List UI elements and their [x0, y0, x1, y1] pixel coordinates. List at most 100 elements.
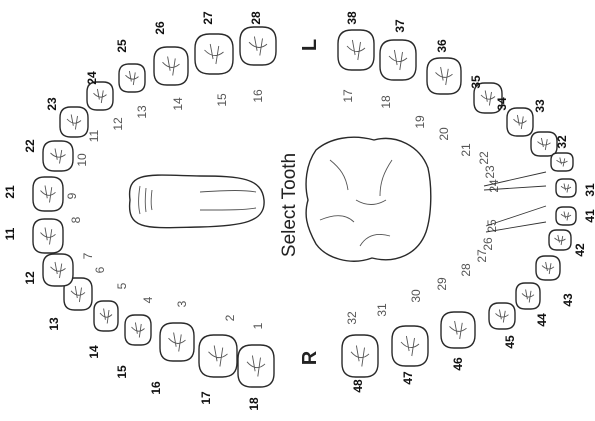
- fdi-number-label: 23: [45, 97, 59, 111]
- tooth-11[interactable]: 11 8: [3, 216, 83, 253]
- tooth-outline: [160, 323, 194, 361]
- tooth-outline: [238, 345, 274, 387]
- universal-number-label: 12: [111, 117, 125, 131]
- fdi-number-label: 42: [573, 243, 587, 257]
- universal-number-label: 24: [487, 179, 501, 193]
- fdi-number-label: 13: [47, 317, 61, 331]
- fdi-number-label: 17: [199, 391, 213, 405]
- tooth-outline: [536, 256, 560, 280]
- universal-number-label: 2: [223, 314, 237, 321]
- universal-number-label: 6: [93, 266, 107, 273]
- fdi-number-label: 26: [153, 21, 167, 35]
- tooth-outline: [33, 219, 63, 253]
- universal-number-label: 22: [477, 151, 491, 165]
- tooth-15[interactable]: 154: [115, 296, 155, 378]
- side-label-left: L: [299, 39, 321, 51]
- tooth-outline: [43, 254, 73, 286]
- universal-number-label: 29: [435, 277, 449, 291]
- tooth-17[interactable]: 17 2: [199, 314, 237, 404]
- palate-illustration: [306, 137, 431, 261]
- fdi-number-label: 34: [495, 97, 509, 111]
- fdi-number-label: 38: [345, 11, 359, 25]
- tooth-outline: [342, 335, 378, 377]
- tooth-25[interactable]: 25 13: [115, 39, 149, 119]
- universal-number-label: 1: [251, 322, 265, 329]
- fdi-number-label: 32: [555, 135, 569, 149]
- tooth-36[interactable]: 36 19: [413, 39, 461, 129]
- universal-number-label: 23: [483, 165, 497, 179]
- tooth-outline: [516, 283, 540, 309]
- universal-number-label: 27: [475, 249, 489, 263]
- tooth-42[interactable]: 42 26: [481, 230, 587, 257]
- universal-number-label: 11: [87, 129, 101, 142]
- universal-number-label: 8: [69, 216, 83, 223]
- universal-number-label: 7: [81, 252, 95, 259]
- fdi-number-label: 18: [247, 397, 261, 411]
- universal-number-label: 16: [251, 89, 265, 103]
- tooth-18[interactable]: 18 1: [238, 322, 274, 410]
- fdi-number-label: 47: [401, 371, 415, 385]
- tooth-14[interactable]: 14 5: [87, 282, 129, 358]
- tooth-27[interactable]: 27 15: [195, 11, 233, 107]
- tooth-outline: [154, 47, 188, 85]
- universal-number-label: 13: [135, 105, 149, 119]
- tongue-illustration: [130, 175, 265, 228]
- fdi-number-label: 36: [435, 39, 449, 53]
- tooth-outline: [94, 301, 118, 331]
- fdi-number-label: 41: [583, 209, 595, 223]
- fdi-number-label: 35: [469, 75, 483, 89]
- fdi-number-label: 43: [561, 293, 575, 307]
- tooth-outline: [427, 58, 461, 94]
- tooth-outline: [119, 64, 145, 92]
- tooth-outline: [556, 207, 576, 225]
- universal-number-label: 28: [459, 263, 473, 277]
- tooth-outline: [380, 40, 416, 80]
- tooth-22[interactable]: 22 10: [23, 139, 89, 171]
- tooth-outline: [489, 303, 515, 329]
- universal-number-label: 19: [413, 115, 427, 129]
- tooth-outline: [87, 82, 113, 110]
- tooth-34[interactable]: 34 21: [459, 97, 533, 157]
- fdi-number-label: 46: [451, 357, 465, 371]
- tooth-outline: [199, 335, 237, 377]
- universal-number-label: 10: [75, 153, 89, 167]
- universal-number-label: 21: [459, 143, 473, 157]
- tooth-outline: [392, 326, 428, 366]
- side-label-right: R: [299, 350, 321, 365]
- tooth-32[interactable]: 32 23: [483, 135, 573, 179]
- fdi-number-label: 22: [23, 139, 37, 153]
- tooth-outline: [549, 230, 571, 250]
- fdi-number-label: 11: [3, 227, 17, 240]
- fdi-number-label: 27: [201, 11, 215, 25]
- fdi-number-label: 28: [249, 11, 263, 25]
- tooth-16[interactable]: 163: [149, 300, 194, 394]
- tooth-outline: [338, 30, 374, 70]
- tooth-outline: [125, 315, 151, 345]
- universal-number-label: 15: [215, 93, 229, 107]
- fdi-number-label: 31: [583, 183, 595, 197]
- universal-number-label: 26: [481, 237, 495, 251]
- tooth-outline: [531, 132, 557, 156]
- fdi-number-label: 24: [85, 71, 99, 85]
- fdi-number-label: 45: [503, 335, 517, 349]
- fdi-number-label: 25: [115, 39, 129, 53]
- fdi-number-label: 44: [535, 313, 549, 327]
- tooth-outline: [60, 107, 88, 137]
- select-tooth-title: Select Tooth: [279, 153, 300, 257]
- universal-number-label: 3: [175, 300, 189, 307]
- universal-number-label: 4: [141, 296, 155, 303]
- universal-number-label: 20: [437, 127, 451, 141]
- universal-number-label: 5: [115, 282, 129, 289]
- tooth-outline: [240, 27, 276, 65]
- universal-number-label: 18: [379, 95, 393, 109]
- fdi-number-label: 14: [87, 345, 101, 359]
- tooth-28[interactable]: 28 16: [240, 11, 276, 103]
